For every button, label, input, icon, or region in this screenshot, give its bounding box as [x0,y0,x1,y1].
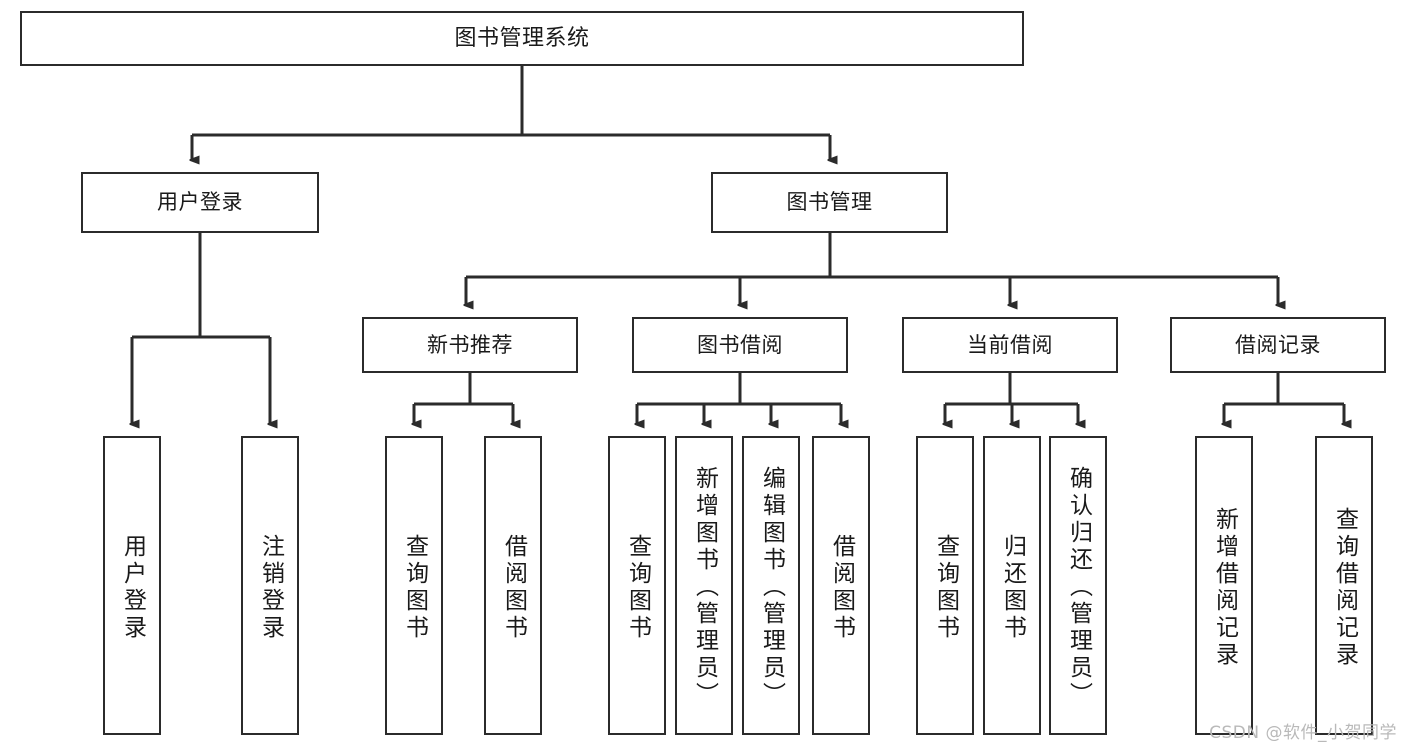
node-borrow-record-label: 借阅记录 [1235,332,1321,357]
node-leaf-borrow-book-2[interactable]: 借阅图书 [812,436,870,735]
node-leaf-logout-label: 注销登录 [257,533,284,642]
node-leaf-add-record[interactable]: 新增借阅记录 [1195,436,1253,735]
node-leaf-query-book-1-label: 查询图书 [401,533,428,642]
node-leaf-query-book-3-label: 查询图书 [932,533,959,642]
node-book-borrow[interactable]: 图书借阅 [632,317,848,373]
node-book-manage[interactable]: 图书管理 [711,172,948,233]
node-leaf-query-book-2[interactable]: 查询图书 [608,436,666,735]
node-root-system[interactable]: 图书管理系统 [20,11,1024,66]
node-user-login[interactable]: 用户登录 [81,172,319,233]
node-book-borrow-label: 图书借阅 [697,332,783,357]
node-leaf-user-login[interactable]: 用户登录 [103,436,161,735]
node-leaf-logout[interactable]: 注销登录 [241,436,299,735]
node-root-system-label: 图书管理系统 [454,25,590,51]
node-borrow-record[interactable]: 借阅记录 [1170,317,1386,373]
node-leaf-query-book-2-label: 查询图书 [624,533,651,642]
node-leaf-borrow-book-1[interactable]: 借阅图书 [484,436,542,735]
node-leaf-return-book[interactable]: 归还图书 [983,436,1041,735]
node-leaf-add-book-label: 新增图书（管理员） [691,466,718,709]
node-leaf-add-book[interactable]: 新增图书（管理员） [675,436,733,735]
node-current-borrow[interactable]: 当前借阅 [902,317,1118,373]
node-leaf-edit-book-label: 编辑图书（管理员） [758,466,785,709]
node-leaf-borrow-book-2-label: 借阅图书 [828,533,855,642]
node-leaf-confirm-return[interactable]: 确认归还（管理员） [1049,436,1107,735]
node-leaf-borrow-book-1-label: 借阅图书 [500,533,527,642]
node-new-book-recommend-label: 新书推荐 [427,332,513,357]
node-leaf-return-book-label: 归还图书 [999,533,1026,642]
node-user-login-label: 用户登录 [157,190,243,215]
node-leaf-query-record[interactable]: 查询借阅记录 [1315,436,1373,735]
node-current-borrow-label: 当前借阅 [967,332,1053,357]
node-leaf-edit-book[interactable]: 编辑图书（管理员） [742,436,800,735]
node-book-manage-label: 图书管理 [786,190,873,215]
node-new-book-recommend[interactable]: 新书推荐 [362,317,578,373]
node-leaf-query-record-label: 查询借阅记录 [1331,506,1358,669]
node-leaf-query-book-3[interactable]: 查询图书 [916,436,974,735]
node-leaf-confirm-return-label: 确认归还（管理员） [1065,466,1092,709]
node-leaf-add-record-label: 新增借阅记录 [1211,506,1238,669]
node-leaf-query-book-1[interactable]: 查询图书 [385,436,443,735]
node-leaf-user-login-label: 用户登录 [119,533,146,642]
